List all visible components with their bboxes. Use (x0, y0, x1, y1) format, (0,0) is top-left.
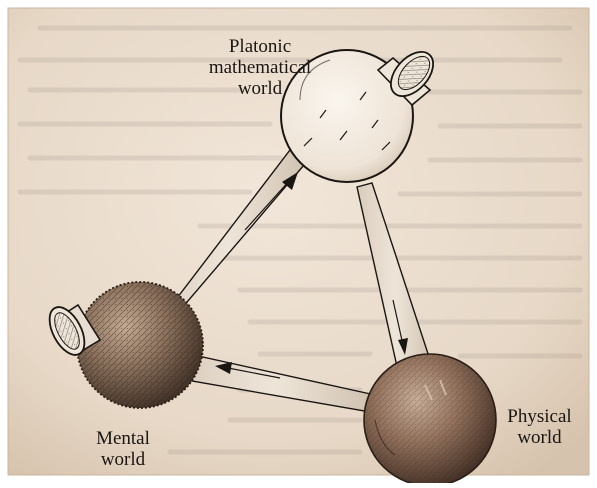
label-mental-world: Mental world (78, 428, 168, 470)
label-platonic-line2: mathematical (190, 57, 330, 78)
label-platonic-world: Platonic mathematical world (190, 36, 330, 99)
label-physical-line2: world (492, 427, 587, 448)
label-physical-line1: Physical (492, 406, 587, 427)
label-platonic-line1: Platonic (190, 36, 330, 57)
label-mental-line2: world (78, 449, 168, 470)
label-physical-world: Physical world (492, 406, 587, 448)
label-mental-line1: Mental (78, 428, 168, 449)
physical-world-sphere (364, 354, 496, 483)
label-platonic-line3: world (190, 78, 330, 99)
